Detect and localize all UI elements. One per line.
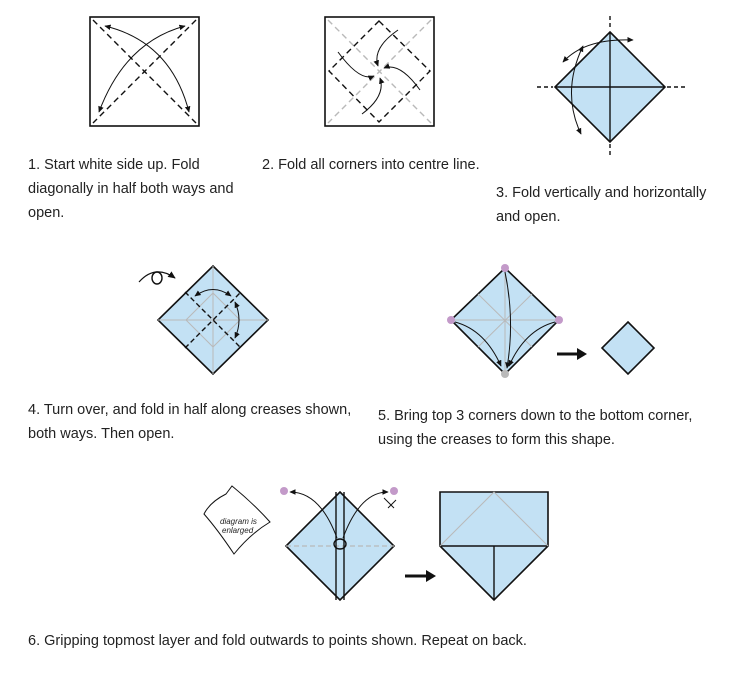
step-1-caption: 1. Start white side up. Fold diagonally … xyxy=(28,157,234,221)
step-1-diagram xyxy=(89,16,200,127)
step-5-caption: 5. Bring top 3 corners down to the botto… xyxy=(378,408,693,448)
step-3-diagram xyxy=(537,16,685,157)
step-2-diagram xyxy=(324,16,435,127)
step-3-caption: 3. Fold vertically and horizontally and … xyxy=(496,185,707,225)
callout-line-2: enlarged xyxy=(222,526,254,535)
step-6-caption: 6. Gripping topmost layer and fold outwa… xyxy=(28,633,527,649)
step-6-diagram: diagram is enlarged xyxy=(203,485,549,602)
callout-line-1: diagram is xyxy=(220,517,257,526)
step-5-diagram xyxy=(447,264,656,378)
step-4-caption: 4. Turn over, and fold in half along cre… xyxy=(28,402,352,442)
step-2-caption: 2. Fold all corners into centre line. xyxy=(262,157,480,173)
enlarged-callout: diagram is enlarged xyxy=(203,485,271,555)
step-4-diagram xyxy=(138,264,270,376)
